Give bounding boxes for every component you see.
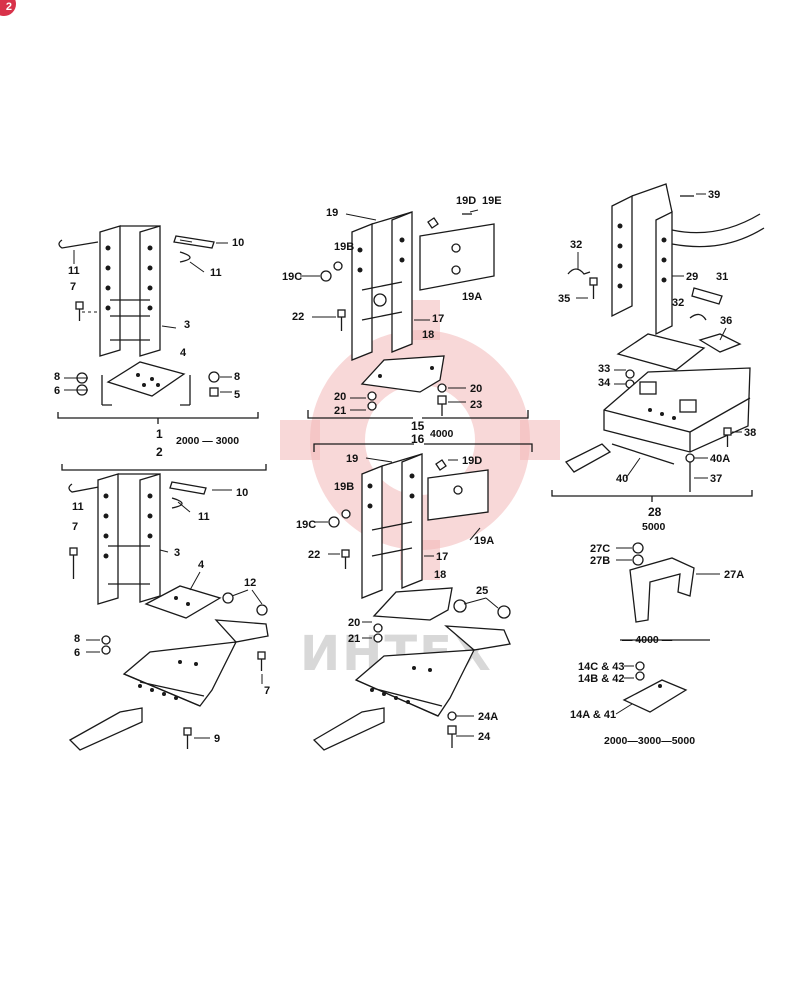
part-label: 19C <box>296 519 316 531</box>
part-label: 19 <box>326 207 338 219</box>
part-label: 38 <box>744 427 756 439</box>
part-label: 20 <box>348 617 360 629</box>
part-label: 5 <box>234 389 240 401</box>
part-label: 19B <box>334 481 354 493</box>
part-label: 19 <box>346 453 358 465</box>
part-label: 19A <box>462 291 482 303</box>
part-label: 27A <box>724 569 744 581</box>
part-label: 11 <box>68 265 80 277</box>
group-number-15: 15 <box>411 419 425 433</box>
part-label: 19D <box>456 195 476 207</box>
page-badge: 2 <box>0 0 16 16</box>
model-4000-caption: — 4000 — <box>622 634 673 646</box>
group-1-labels: 11 10 11 7 3 4 8 6 8 5 <box>54 237 244 401</box>
part-label: 36 <box>720 315 732 327</box>
part-label: 27B <box>590 555 610 567</box>
part-label: 24A <box>478 711 498 723</box>
part-label: 19D <box>462 455 482 467</box>
part-label: 8 <box>54 371 60 383</box>
part-label: 14B & 42 <box>578 673 624 685</box>
part-label: 14A & 41 <box>570 709 616 721</box>
group-number-28: 28 <box>648 505 662 519</box>
part-label: 17 <box>432 313 444 325</box>
part-label: 25 <box>476 585 488 597</box>
part-label: 22 <box>308 549 320 561</box>
part-label: 32 <box>672 297 684 309</box>
part-label: 20 <box>470 383 482 395</box>
group-27-labels: 27C 27B 27A 14C & 43 14B & 42 14A & 41 <box>570 543 744 721</box>
part-label: 19E <box>482 195 502 207</box>
group-28-labels: 39 32 29 31 35 32 36 33 34 38 40A 40 37 <box>558 189 756 485</box>
group-28-drawing <box>551 183 765 502</box>
part-label: 34 <box>598 377 611 389</box>
part-label: 7 <box>72 521 78 533</box>
part-label: 19A <box>474 535 494 547</box>
group-15-labels: 19 19D 19E 19B 19C 19A 22 17 18 20 20 21… <box>282 195 502 417</box>
group-16-labels: 19 19D 19B 19C 19A 22 17 18 25 20 21 24A… <box>296 453 499 743</box>
group-15-model: 4000 <box>430 428 454 440</box>
part-label: 24 <box>478 731 491 743</box>
part-label: 31 <box>716 271 728 283</box>
part-label: 33 <box>598 363 610 375</box>
part-label: 9 <box>214 733 220 745</box>
part-label: 35 <box>558 293 570 305</box>
part-label: 21 <box>334 405 346 417</box>
part-label: 3 <box>184 319 190 331</box>
part-label: 37 <box>710 473 722 485</box>
part-label: 21 <box>348 633 360 645</box>
group-2-drawing <box>61 464 269 751</box>
part-label: 7 <box>264 685 270 697</box>
part-label: 40A <box>710 453 730 465</box>
part-label: 17 <box>436 551 448 563</box>
part-label: 8 <box>234 371 240 383</box>
part-label: 39 <box>708 189 720 201</box>
part-label: 8 <box>74 633 80 645</box>
group-28-model: 5000 <box>642 521 666 533</box>
part-label: 19C <box>282 271 302 283</box>
part-label: 10 <box>232 237 244 249</box>
part-label: 23 <box>470 399 482 411</box>
group-number-2: 2 <box>156 445 163 459</box>
group-2-labels: 11 10 11 7 3 4 12 8 6 7 9 <box>72 487 270 745</box>
group-1-drawing <box>57 225 259 424</box>
model-all-caption: 2000—3000—5000 <box>604 735 695 747</box>
part-label: 6 <box>74 647 80 659</box>
part-label: 4 <box>198 559 205 571</box>
group-15-drawing <box>307 211 533 452</box>
group-27-drawing <box>620 542 710 713</box>
part-label: 29 <box>686 271 698 283</box>
part-label: 11 <box>198 511 210 523</box>
group-number-1: 1 <box>156 427 163 441</box>
part-label: 11 <box>72 501 84 513</box>
part-label: 7 <box>70 281 76 293</box>
group-1-model: 2000 — 3000 <box>176 435 239 447</box>
part-label: 32 <box>570 239 582 251</box>
part-label: 18 <box>422 329 434 341</box>
part-label: 6 <box>54 385 60 397</box>
part-label: 40 <box>616 473 628 485</box>
group-number-16: 16 <box>411 432 425 446</box>
part-label: 20 <box>334 391 346 403</box>
part-label: 4 <box>180 347 187 359</box>
part-label: 14C & 43 <box>578 661 624 673</box>
part-label: 22 <box>292 311 304 323</box>
part-label: 18 <box>434 569 446 581</box>
part-label: 11 <box>210 267 222 279</box>
part-label: 12 <box>244 577 256 589</box>
part-label: 27C <box>590 543 610 555</box>
part-label: 10 <box>236 487 248 499</box>
part-label: 3 <box>174 547 180 559</box>
group-16-drawing <box>312 453 511 751</box>
part-label: 19B <box>334 241 354 253</box>
